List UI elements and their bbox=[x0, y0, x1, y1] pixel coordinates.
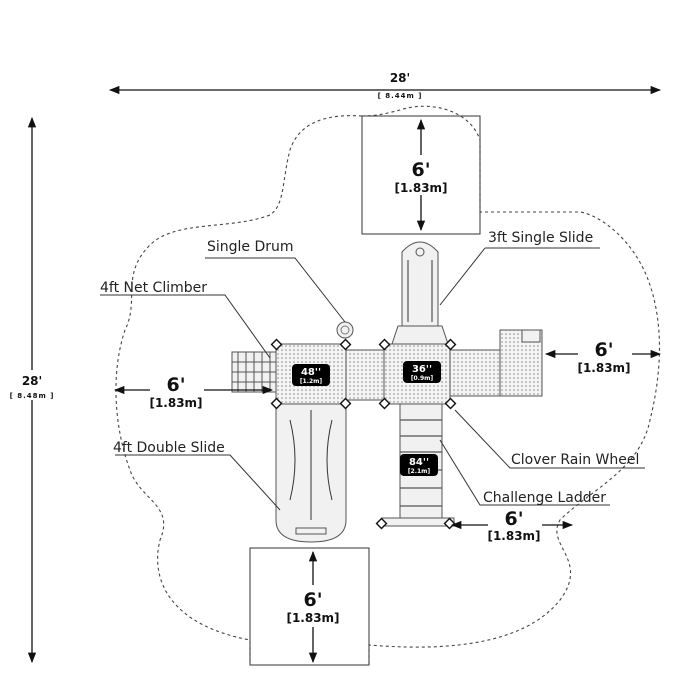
label-double-slide: 4ft Double Slide bbox=[113, 440, 225, 456]
ladder-zone-dimension: 6' [1.83m] bbox=[450, 508, 574, 544]
badge-48-meters: [1.2m] bbox=[300, 378, 323, 385]
badge-84-meters: [2.1m] bbox=[408, 468, 431, 475]
overall-depth-meters: [ 8.48m ] bbox=[10, 392, 55, 400]
zone-left-feet: 6' bbox=[166, 374, 185, 396]
net-climber bbox=[231, 351, 278, 393]
zone-ladder-meters: [1.83m] bbox=[487, 529, 540, 543]
badge-deck-36: 36'' [0.9m] bbox=[403, 361, 441, 383]
badge-deck-48: 48'' [1.2m] bbox=[292, 364, 330, 386]
double-slide bbox=[275, 403, 347, 543]
zone-left-meters: [1.83m] bbox=[149, 396, 202, 410]
badge-84-inches: 84'' bbox=[409, 457, 429, 468]
label-net-climber: 4ft Net Climber bbox=[100, 280, 207, 296]
zone-top-meters: [1.83m] bbox=[394, 181, 447, 195]
badge-36-inches: 36'' bbox=[412, 364, 432, 375]
label-single-slide: 3ft Single Slide bbox=[488, 230, 593, 246]
zone-bottom-meters: [1.83m] bbox=[286, 611, 339, 625]
use-zone-top: 6' [1.83m] bbox=[361, 115, 481, 235]
zone-ladder-feet: 6' bbox=[504, 508, 523, 530]
badge-ladder-84: 84'' [2.1m] bbox=[400, 454, 438, 476]
clover-rain-wheel-panel bbox=[449, 329, 543, 397]
zone-top-feet: 6' bbox=[411, 159, 430, 181]
zone-right-feet: 6' bbox=[594, 339, 613, 361]
overall-depth-dimension: 28' [ 8.48m ] bbox=[8, 116, 56, 664]
label-single-drum: Single Drum bbox=[207, 239, 294, 255]
single-drum bbox=[336, 321, 354, 339]
label-clover-rain-wheel: Clover Rain Wheel bbox=[511, 452, 639, 468]
badge-48-inches: 48'' bbox=[301, 367, 321, 378]
use-zone-bottom: 6' [1.83m] bbox=[249, 547, 370, 666]
callout-leaders bbox=[100, 247, 645, 511]
overall-depth-feet: 28' bbox=[22, 374, 42, 388]
overall-width-meters: [ 8.44m ] bbox=[378, 92, 423, 100]
single-slide bbox=[391, 241, 449, 345]
label-challenge-ladder: Challenge Ladder bbox=[483, 490, 606, 506]
zone-right-meters: [1.83m] bbox=[577, 361, 630, 375]
zone-bottom-feet: 6' bbox=[303, 589, 322, 611]
overall-width-dimension: 28' [ 8.44m ] bbox=[108, 71, 662, 100]
overall-width-feet: 28' bbox=[390, 71, 410, 85]
left-zone-dimension: 6' [1.83m] bbox=[113, 374, 274, 410]
connecting-bridge bbox=[345, 349, 385, 401]
badge-36-meters: [0.9m] bbox=[411, 375, 434, 382]
right-zone-dimension: 6' [1.83m] bbox=[544, 339, 662, 375]
